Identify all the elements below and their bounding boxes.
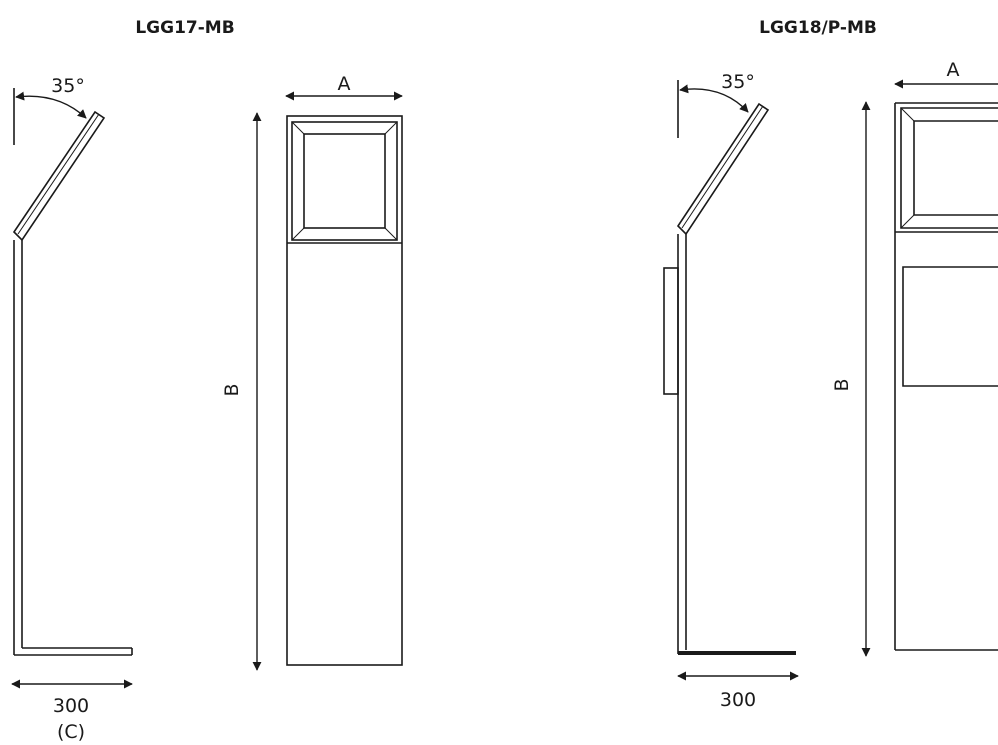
model-lgg17-mb: LGG17-MB 35° 300 (C) A B	[11, 18, 403, 743]
side-view-lgg18p: 35° 300	[663, 71, 799, 711]
side-view-lgg17: 35° 300 (C)	[11, 75, 133, 743]
angle-arc-2	[679, 84, 749, 113]
angle-label: 35°	[51, 75, 85, 97]
frame-inner-2	[913, 120, 998, 216]
frame-outer	[291, 121, 398, 241]
angle-label-2: 35°	[721, 71, 755, 93]
depth-label: 300	[53, 695, 89, 717]
frame-inner	[303, 133, 386, 229]
width-label: A	[338, 73, 351, 95]
front-view-lgg17: A B	[221, 73, 403, 671]
frame-outer-2	[900, 107, 998, 229]
side-pocket	[663, 267, 679, 395]
model-title-lgg18p: LGG18/P-MB	[759, 18, 877, 38]
model-title-lgg17: LGG17-MB	[135, 18, 234, 38]
brochure-pocket	[902, 266, 998, 387]
front-view-lgg18p: A B	[831, 59, 998, 657]
height-label-2: B	[831, 378, 853, 391]
front-body	[286, 115, 403, 666]
depth-sub-label: (C)	[57, 721, 85, 743]
depth-label-2: 300	[720, 689, 756, 711]
width-label-2: A	[947, 59, 960, 81]
angle-arc	[15, 91, 87, 119]
tilted-panel	[12, 110, 106, 242]
height-label: B	[221, 383, 243, 396]
tilted-panel-2	[676, 102, 770, 236]
model-lgg18p-mb: LGG18/P-MB 35° 300 A B	[663, 18, 998, 711]
